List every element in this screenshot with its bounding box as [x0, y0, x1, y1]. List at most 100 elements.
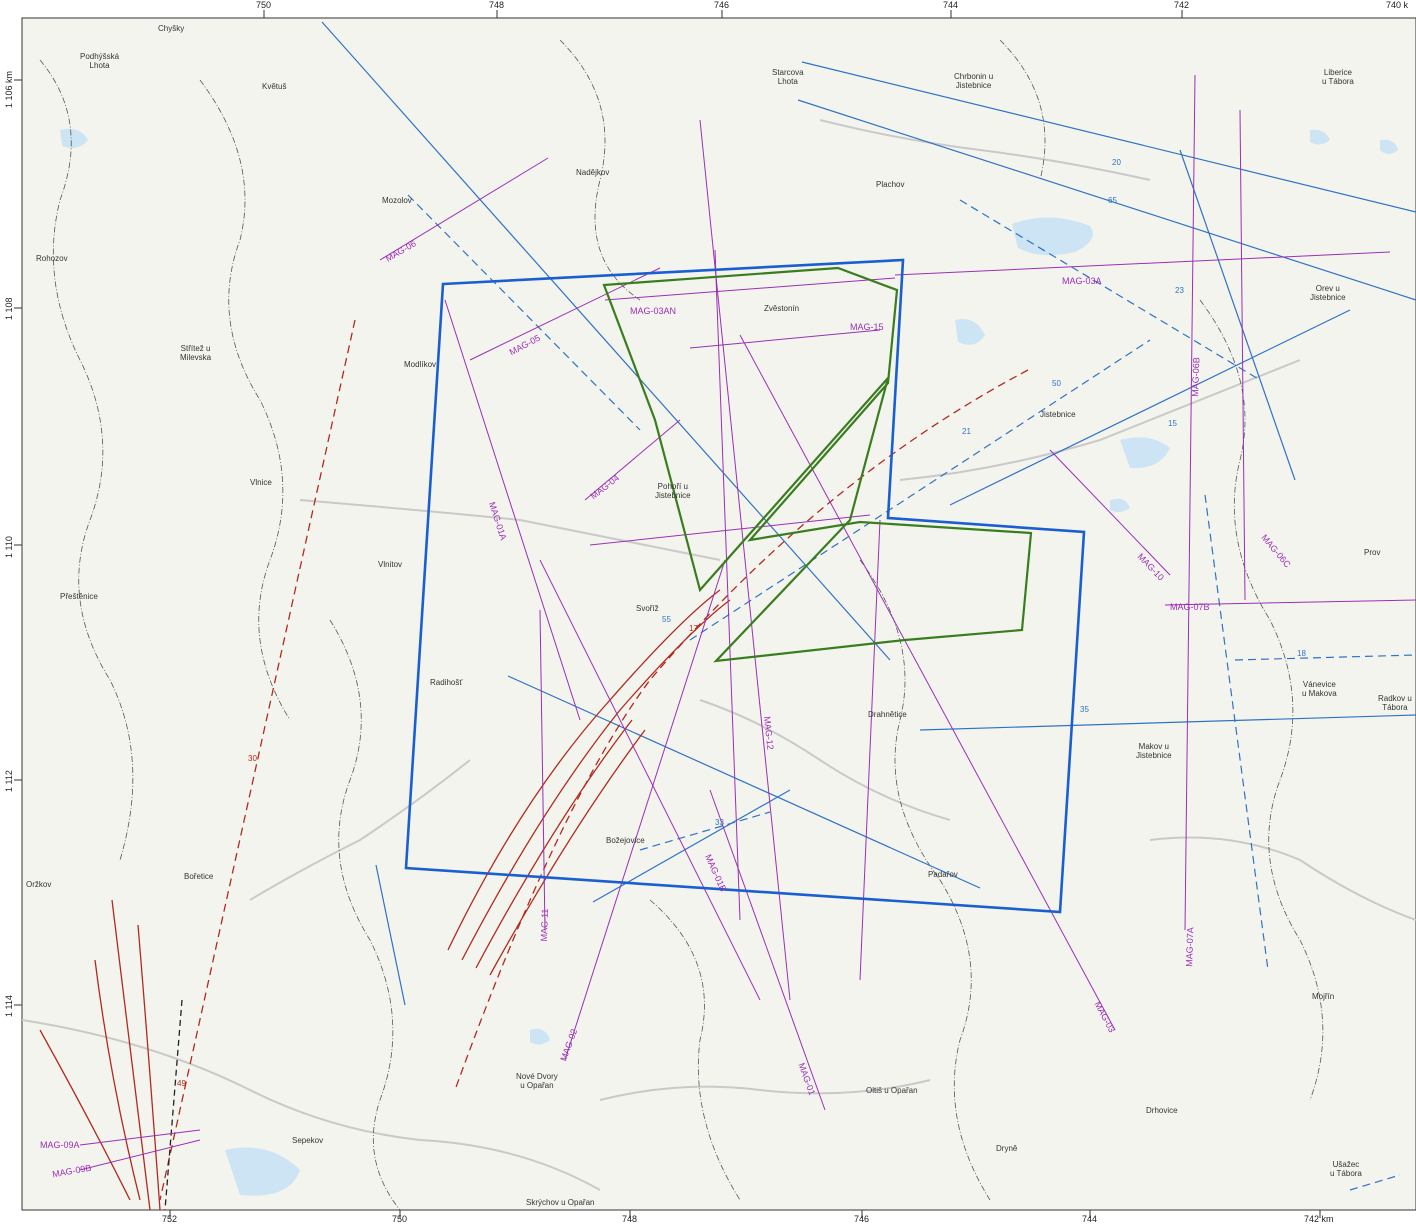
fault-line [489, 729, 646, 976]
pond [1012, 217, 1093, 256]
place-label: Drhovice [1146, 1106, 1178, 1115]
top-tick: 742 [1174, 0, 1190, 10]
profile-line [1184, 74, 1196, 931]
red-faults [39, 319, 1029, 1211]
road [249, 759, 471, 901]
fault-line [639, 811, 771, 851]
admin-boundary [199, 79, 291, 721]
fault-number-label: 23 [1175, 286, 1184, 295]
place-label: Drahnětice [868, 710, 907, 719]
place-label: Chrbonin u Jistebnice [954, 72, 994, 90]
profile-line [709, 789, 826, 1111]
place-label: Nové Dvory u Opařan [516, 1072, 558, 1090]
fault-number-label: 65 [1108, 196, 1117, 205]
roads [21, 119, 1416, 1191]
place-label: Mojřín [1312, 992, 1335, 1001]
fault-line [164, 999, 183, 1211]
pond [955, 319, 985, 345]
profile-line [444, 299, 581, 721]
fault-line [919, 714, 1416, 731]
place-label: Střítež u Milevska [180, 344, 212, 362]
profile-lines [79, 74, 1416, 1171]
pond [60, 128, 88, 148]
admin-boundary [329, 619, 401, 1211]
fault-line [1234, 654, 1416, 661]
place-label: Starcova Lhota [772, 68, 804, 86]
fault-number-label: 30 [248, 754, 257, 763]
fault-line [959, 199, 1261, 381]
place-label: Plachov [876, 180, 905, 189]
place-label: Ušažec u Tábora [1330, 1160, 1362, 1178]
profile-label: MAG-03A [1062, 276, 1102, 286]
profile-line [584, 419, 681, 501]
road [21, 1019, 601, 1191]
fault-number-label: 20 [1112, 158, 1121, 167]
fault-number-label: 35 [1080, 705, 1089, 714]
profile-label: MAG-11 [538, 908, 550, 942]
fault-line [1349, 1174, 1401, 1191]
pond [1310, 129, 1330, 145]
fault-line [949, 309, 1351, 506]
bottom-tick: 748 [622, 1214, 638, 1224]
place-label: Liberice u Tábora [1322, 68, 1354, 86]
road [599, 1079, 931, 1101]
fault-line [159, 319, 356, 1201]
place-label: Přeštěnice [60, 592, 98, 601]
profile-line [1164, 599, 1416, 606]
top-tick: 740 k [1386, 0, 1409, 10]
left-tick: 1 114 [4, 995, 14, 1017]
fault-line [454, 369, 1029, 1091]
profile-label: MAG-09A [40, 1140, 80, 1150]
fault-line [801, 61, 1416, 213]
place-label: Vlnitov [378, 560, 403, 569]
place-label: Vánevice u Makova [1302, 680, 1337, 698]
fault-line [321, 21, 891, 661]
profile-line [1049, 449, 1171, 576]
place-label: Pohoří u Jistebnice [655, 482, 691, 500]
pond [225, 1147, 300, 1196]
admin-boundary [999, 39, 1046, 181]
top-tick: 746 [714, 0, 730, 10]
bottom-tick: 752 [162, 1214, 178, 1224]
place-label: Padařov [928, 870, 958, 879]
profile-line [564, 559, 726, 1061]
fault-line [1204, 494, 1269, 971]
place-label: Chyšky [158, 24, 185, 33]
place-label: Rohozov [36, 254, 68, 263]
fault-number-label: 18 [1297, 649, 1306, 658]
profile-label: MAG-07B [1170, 602, 1210, 612]
fault-number-label: 21 [962, 427, 971, 436]
profile-line [539, 559, 761, 1001]
target-polygon [602, 266, 1033, 663]
place-label: Božejovice [606, 836, 645, 845]
pond [1110, 498, 1130, 513]
road [899, 359, 1301, 481]
fault-line [461, 599, 731, 961]
place-label: Radkov u Tábora [1378, 694, 1412, 712]
place-label: Mozolov [382, 196, 412, 205]
admin-boundary [39, 59, 134, 861]
fault-line [39, 1029, 131, 1201]
bottom-tick: 746 [854, 1214, 870, 1224]
profile-line [79, 1139, 201, 1171]
profile-label: MAG-07A [1184, 927, 1196, 967]
profile-label: MAG-03AN [630, 306, 677, 316]
profile-line [589, 514, 871, 546]
profile-line [699, 119, 791, 1001]
profile-line [739, 334, 1116, 1031]
top-tick: 750 [256, 0, 272, 10]
fault-line [94, 959, 141, 1201]
place-label: Prov [1364, 548, 1381, 557]
place-label: Oltiš u Opařan [866, 1086, 918, 1095]
left-tick: 1 110 [4, 536, 14, 558]
place-label: Jistebnice [1040, 410, 1076, 419]
fault-number-label: 33 [715, 818, 724, 827]
place-label: Vlnice [250, 478, 272, 487]
place-label: Zvěstonín [764, 304, 800, 313]
place-label: Modlíkov [404, 360, 437, 369]
road [819, 119, 1151, 181]
fault-line [137, 924, 161, 1211]
road [299, 499, 721, 561]
fault-line [507, 675, 981, 889]
